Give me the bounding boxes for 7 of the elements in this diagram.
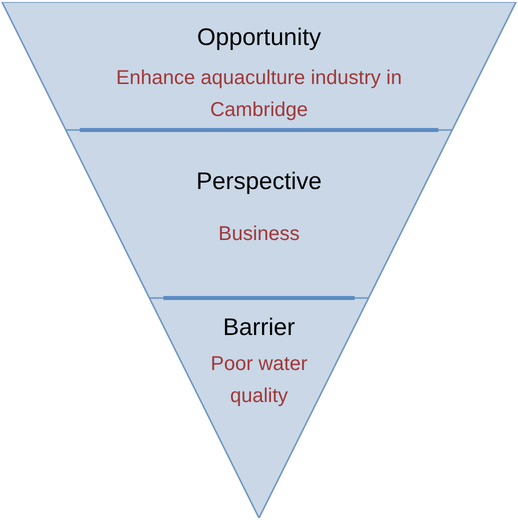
- section-text: Poor water quality: [210, 352, 308, 409]
- section-heading: Perspective: [196, 168, 322, 196]
- section-heading: Opportunity: [196, 24, 322, 52]
- funnel-section: [0, 2, 518, 130]
- section-text: Enhance aquaculture industry in Cambridge: [115, 66, 403, 123]
- section-text: Business: [217, 222, 301, 247]
- section-heading: Barrier: [222, 314, 295, 342]
